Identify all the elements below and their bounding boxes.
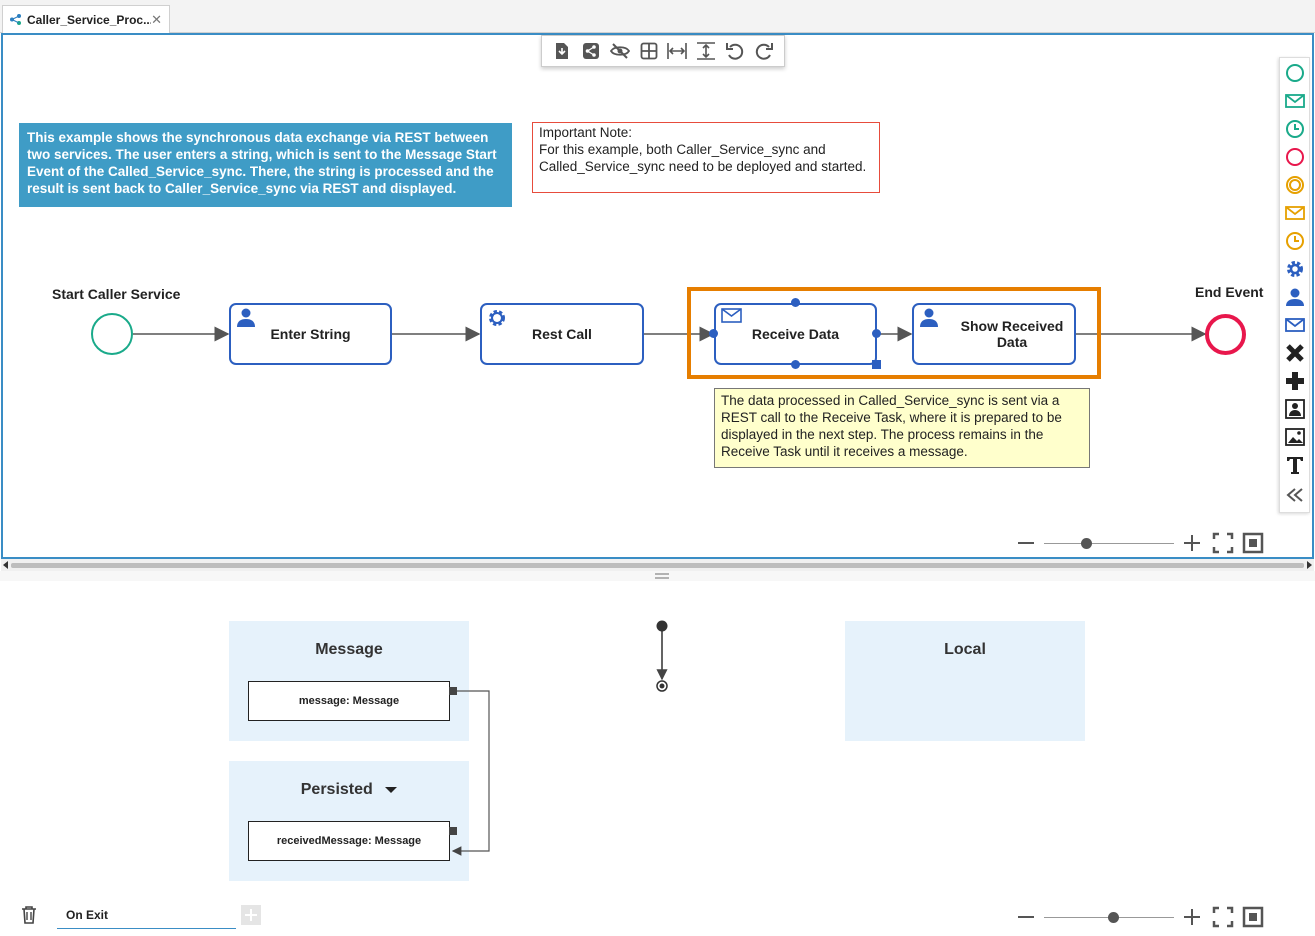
subprocess-icon[interactable] xyxy=(1284,398,1306,420)
tab-caller-service[interactable]: Caller_Service_Proc... ✕ xyxy=(2,5,170,33)
message-panel-title: Message xyxy=(315,641,383,658)
end-event-icon[interactable] xyxy=(1284,146,1306,168)
zoom-slider[interactable] xyxy=(1044,533,1174,553)
fit-view-icon[interactable] xyxy=(1242,906,1264,928)
flow-end-dot xyxy=(656,680,668,692)
exclusive-gateway-icon[interactable] xyxy=(1284,342,1306,364)
user-icon xyxy=(237,308,255,327)
persisted-variable[interactable]: receivedMessage: Message xyxy=(248,821,450,861)
close-icon[interactable]: ✕ xyxy=(151,11,162,27)
task-label: Rest Call xyxy=(532,326,592,342)
local-panel: Local xyxy=(845,621,1085,741)
gear-icon xyxy=(489,310,505,326)
zoom-out-icon[interactable] xyxy=(1016,907,1036,927)
zoom-slider-thumb[interactable] xyxy=(1108,912,1119,923)
scrollbar-thumb[interactable] xyxy=(11,563,1304,568)
task-show-received-data[interactable]: Show Received Data xyxy=(912,303,1076,365)
receive-task-note[interactable]: The data processed in Called_Service_syn… xyxy=(714,388,1090,468)
mapping-connectors xyxy=(449,620,668,856)
plus-icon xyxy=(245,909,257,921)
fit-view-icon[interactable] xyxy=(1242,532,1264,554)
end-event[interactable] xyxy=(1205,314,1246,355)
tab-bar: Caller_Service_Proc... ✕ xyxy=(0,0,1315,33)
resize-handle[interactable] xyxy=(709,329,718,338)
element-palette xyxy=(1279,57,1310,513)
persisted-title-text: Persisted xyxy=(300,781,373,798)
task-enter-string[interactable]: Enter String xyxy=(229,303,392,365)
zoom-out-icon[interactable] xyxy=(1016,533,1036,553)
tab-label: Caller_Service_Proc... xyxy=(27,12,152,27)
fit-width-icon[interactable] xyxy=(666,40,688,62)
tab-on-exit[interactable]: On Exit xyxy=(57,906,236,929)
collapse-icon[interactable] xyxy=(1284,484,1306,506)
fullscreen-icon[interactable] xyxy=(1212,906,1234,928)
zoom-slider-thumb[interactable] xyxy=(1081,538,1092,549)
drag-handle-icon[interactable] xyxy=(655,573,669,579)
resize-handle[interactable] xyxy=(791,298,800,307)
scroll-left-icon[interactable] xyxy=(3,561,9,569)
receive-task-icon[interactable] xyxy=(1284,314,1306,336)
envelope-icon xyxy=(721,308,742,323)
redo-icon[interactable] xyxy=(753,40,775,62)
image-icon[interactable] xyxy=(1284,426,1306,448)
user-task-icon[interactable] xyxy=(1284,286,1306,308)
message-variable[interactable]: message: Message xyxy=(248,681,450,721)
task-label: Receive Data xyxy=(751,326,840,342)
timer-intermediate-icon[interactable] xyxy=(1284,230,1306,252)
message-start-icon[interactable] xyxy=(1284,90,1306,112)
corner-handle[interactable] xyxy=(872,360,881,369)
deploy-icon[interactable] xyxy=(551,40,573,62)
zoom-in-icon[interactable] xyxy=(1182,907,1202,927)
undo-icon[interactable] xyxy=(724,40,746,62)
resize-handle[interactable] xyxy=(872,329,881,338)
hide-icon[interactable] xyxy=(609,40,631,62)
user-icon xyxy=(920,308,938,327)
mapping-zoom-controls xyxy=(1016,906,1270,928)
zoom-in-icon[interactable] xyxy=(1182,533,1202,553)
start-event-label: Start Caller Service xyxy=(52,286,181,302)
add-tab-button[interactable] xyxy=(241,905,261,925)
fit-height-icon[interactable] xyxy=(695,40,717,62)
start-event-icon[interactable] xyxy=(1284,62,1306,84)
end-event-label: End Event xyxy=(1195,284,1264,300)
share-icon[interactable] xyxy=(580,40,602,62)
persisted-panel: Persisted receivedMessage: Message xyxy=(229,761,469,881)
intermediate-event-icon[interactable] xyxy=(1284,174,1306,196)
process-icon xyxy=(10,14,21,25)
task-label: Show Received Data xyxy=(960,318,1064,350)
grid-icon[interactable] xyxy=(638,40,660,62)
timer-start-icon[interactable] xyxy=(1284,118,1306,140)
process-canvas[interactable] xyxy=(1,33,1314,559)
info-annotation[interactable]: This example shows the synchronous data … xyxy=(19,123,512,207)
fullscreen-icon[interactable] xyxy=(1212,532,1234,554)
horizontal-scrollbar[interactable] xyxy=(1,559,1314,571)
task-label: Enter String xyxy=(270,326,351,342)
canvas-zoom-controls xyxy=(1016,532,1270,554)
text-icon[interactable] xyxy=(1284,454,1306,476)
message-intermediate-icon[interactable] xyxy=(1284,202,1306,224)
parallel-gateway-icon[interactable] xyxy=(1284,370,1306,392)
task-rest-call[interactable]: Rest Call xyxy=(480,303,644,365)
service-task-icon[interactable] xyxy=(1284,258,1306,280)
message-panel: Message message: Message xyxy=(229,621,469,741)
selection-frame[interactable] xyxy=(687,287,1101,379)
scroll-right-icon[interactable] xyxy=(1306,561,1312,569)
dropdown-caret-icon[interactable] xyxy=(385,786,398,794)
canvas-toolbar xyxy=(541,35,785,67)
persisted-panel-title[interactable]: Persisted xyxy=(229,781,469,799)
resize-handle[interactable] xyxy=(791,360,800,369)
panel-splitter[interactable] xyxy=(0,571,1315,581)
flow-start-dot xyxy=(656,620,668,632)
start-event[interactable] xyxy=(91,313,133,355)
trash-icon[interactable] xyxy=(20,905,38,924)
important-note[interactable]: Important Note: For this example, both C… xyxy=(532,122,880,193)
zoom-slider[interactable] xyxy=(1044,907,1174,927)
local-panel-title: Local xyxy=(944,641,986,658)
task-receive-data[interactable]: Receive Data xyxy=(714,303,877,365)
